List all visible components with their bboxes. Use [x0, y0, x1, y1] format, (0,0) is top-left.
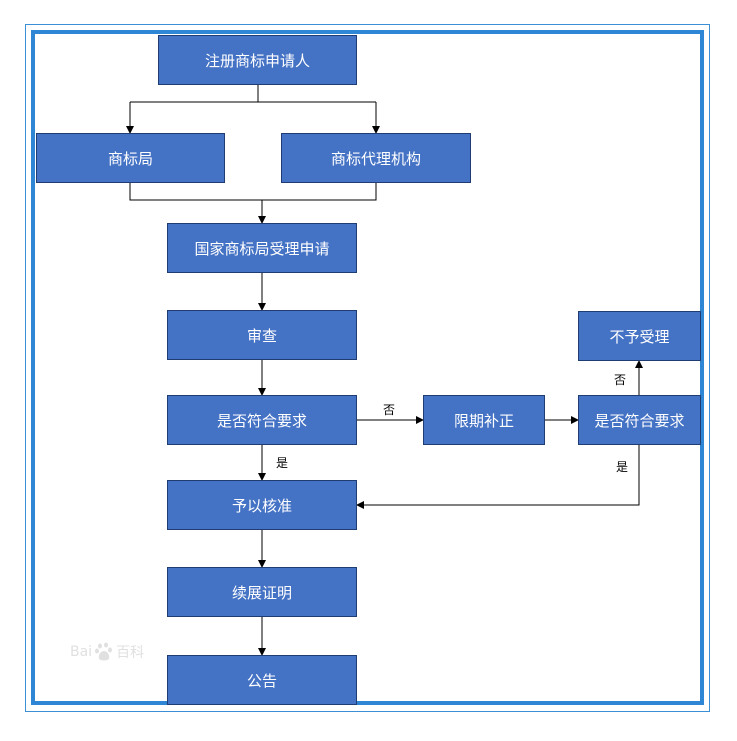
edge-label-no-2: 否: [614, 373, 627, 387]
node-trademark-office: 商标局: [36, 133, 225, 183]
node-check-requirements-2: 是否符合要求: [578, 395, 701, 445]
node-correction: 限期补正: [423, 395, 545, 445]
edge-label-yes-1: 是: [276, 456, 289, 470]
baidu-watermark: Bai 百科: [70, 642, 144, 662]
watermark-suffix: 百科: [116, 645, 145, 661]
node-renewal-certificate: 续展证明: [167, 567, 357, 617]
node-approve: 予以核准: [167, 480, 357, 530]
watermark-brand: Bai: [70, 644, 93, 660]
outer-frame: [25, 24, 710, 712]
node-announcement: 公告: [167, 655, 357, 705]
inner-frame: [31, 30, 704, 705]
node-applicant: 注册商标申请人: [158, 35, 357, 85]
baidu-paw-icon: [95, 642, 113, 661]
node-trademark-agency: 商标代理机构: [281, 133, 471, 183]
edge-label-yes-2: 是: [616, 460, 629, 474]
merge-line: [129, 183, 377, 201]
node-accept-application: 国家商标局受理申请: [167, 223, 357, 273]
node-review: 审查: [167, 310, 357, 360]
arrow-yes-to-approve-back: [356, 445, 640, 509]
node-reject: 不予受理: [578, 311, 701, 361]
split-line: [130, 85, 376, 103]
edge-label-no-1: 否: [383, 403, 396, 417]
node-check-requirements-1: 是否符合要求: [167, 395, 357, 445]
